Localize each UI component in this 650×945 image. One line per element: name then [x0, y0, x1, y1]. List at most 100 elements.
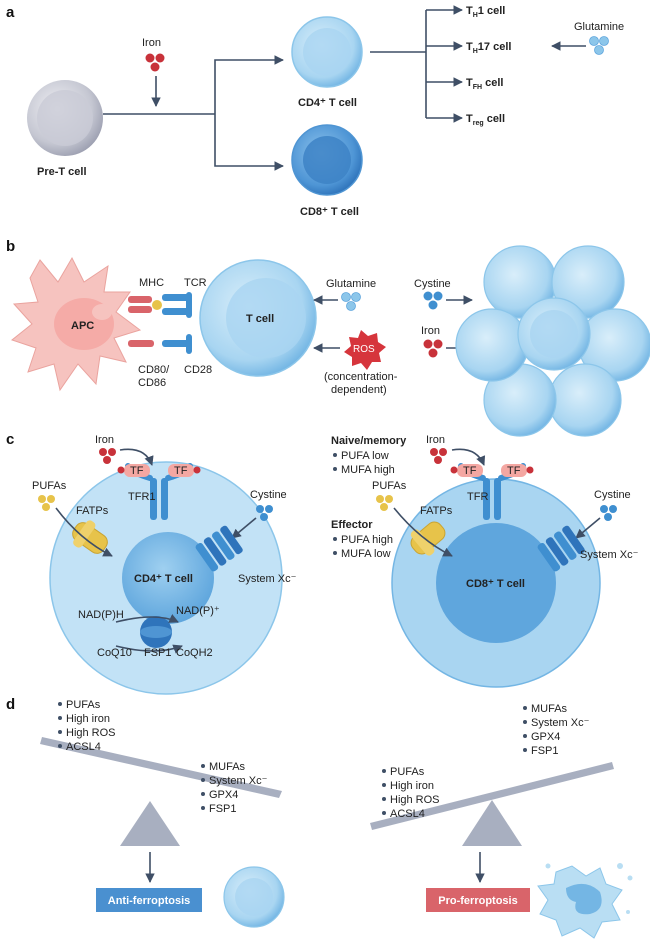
cd4-label-a: CD4⁺ T cell — [298, 97, 357, 109]
branch-cd8 — [214, 114, 284, 171]
pufa-cluster-c-left — [38, 495, 55, 511]
left-top-bullet-3 — [58, 744, 62, 748]
ros-note-line2: dependent) — [331, 384, 387, 396]
mhc-tcr-complex — [128, 292, 192, 354]
fatp-transporter-c-left — [72, 520, 108, 554]
left-top-bullet-1 — [58, 716, 62, 720]
left-right-item-1: System Xc⁻ — [209, 775, 268, 787]
pro-ferroptosis-label: Pro-ferroptosis — [438, 895, 517, 907]
naive-item-2: MUFA high — [341, 464, 395, 476]
left-top-bullet-2 — [58, 730, 62, 734]
tfr-label: TFR — [467, 491, 488, 503]
subset-label-0: TH1 cell — [466, 5, 505, 19]
cystine-arrow-c-right — [575, 517, 601, 539]
left-right-bullet-2 — [201, 792, 205, 796]
right-left-bullet-3 — [382, 811, 386, 815]
nadp-label: NAD(P)⁺ — [176, 605, 220, 617]
cystine-label-b: Cystine — [414, 278, 451, 290]
left-top-item-3: ACSL4 — [66, 741, 101, 753]
cd8-label-a: CD8⁺ T cell — [300, 206, 359, 218]
coq10-arrow — [115, 644, 183, 654]
tfr1-receptor — [117, 463, 201, 520]
fsp1-label: FSP1 — [144, 647, 172, 659]
t-cell-label-b: T cell — [246, 313, 274, 325]
left-top-item-1: High iron — [66, 713, 110, 725]
apc-cell — [10, 256, 142, 392]
iron-label-c-right: Iron — [426, 434, 445, 446]
right-left-item-2: High ROS — [390, 794, 440, 806]
cd28-label: CD28 — [184, 364, 212, 376]
iron-cluster-c-right — [430, 448, 447, 464]
iron-arrow-c-right — [451, 448, 486, 466]
cd8-label-c: CD8⁺ T cell — [466, 578, 525, 590]
coq10-label: CoQ10 — [97, 647, 132, 659]
right-top-item-0: MUFAs — [531, 703, 568, 715]
pufas-label-c-left: PUFAs — [32, 480, 67, 492]
iron-label-c-left: Iron — [95, 434, 114, 446]
anti-ferroptosis-label: Anti-ferroptosis — [108, 895, 191, 907]
right-top-item-2: GPX4 — [531, 731, 560, 743]
ros-badge — [344, 330, 386, 370]
glutamine-label-b: Glutamine — [326, 278, 376, 290]
left-right-bullet-0 — [201, 764, 205, 768]
system-xc-label-c-left: System Xc⁻ — [238, 573, 297, 585]
proliferating-cell-cluster — [455, 245, 650, 437]
iron-cluster-b — [423, 339, 443, 358]
tf-label-c-right-1: TF — [463, 465, 477, 477]
apc-label: APC — [71, 320, 94, 332]
tf-label-c-left-2: TF — [174, 465, 188, 477]
panel-label-b: b — [6, 238, 15, 255]
right-seesaw — [370, 762, 614, 846]
right-top-item-1: System Xc⁻ — [531, 717, 590, 729]
left-right-item-3: FSP1 — [209, 803, 237, 815]
left-top-bullet-0 — [58, 702, 62, 706]
effector-bullet-1 — [333, 537, 337, 541]
right-top-bullet-1 — [523, 720, 527, 724]
cd86-label: CD86 — [138, 377, 166, 389]
pro-ferroptosis-badge — [426, 888, 530, 912]
right-left-bullet-2 — [382, 797, 386, 801]
cd4-label-c: CD4⁺ T cell — [134, 573, 193, 585]
coqh2-label: CoQH2 — [176, 647, 213, 659]
cd4-cell-c — [49, 461, 283, 695]
pufas-label-c-right: PUFAs — [372, 480, 407, 492]
ferroptotic-cell-d — [537, 863, 633, 939]
fatps-label-c-left: FATPs — [76, 505, 109, 517]
naive-bullet-1 — [333, 453, 337, 457]
pufa-arrow-c-left — [55, 507, 113, 557]
right-left-item-1: High iron — [390, 780, 434, 792]
nadph-arrow — [115, 614, 179, 623]
left-right-bullet-3 — [201, 806, 205, 810]
tfr-receptor — [450, 463, 534, 520]
left-seesaw — [40, 737, 282, 846]
nadph-label: NAD(P)H — [78, 609, 124, 621]
right-left-item-3: ACSL4 — [390, 808, 425, 820]
naive-bullet-2 — [333, 467, 337, 471]
system-xc-c-right — [537, 525, 585, 572]
ros-note-line1: (concentration- — [324, 371, 398, 383]
glutamine-label-a: Glutamine — [574, 21, 624, 33]
cd8-cell-a — [291, 124, 363, 196]
effector-item-1: PUFA high — [341, 534, 393, 546]
subset-label-3: Treg cell — [466, 113, 505, 127]
subset-label-1: TH17 cell — [466, 41, 511, 55]
panel-label-d: d — [6, 696, 15, 713]
pufa-cluster-c-right — [376, 495, 393, 511]
panel-label-a: a — [6, 4, 15, 21]
cystine-label-c-left: Cystine — [250, 489, 287, 501]
subset-label-2: TFH cell — [466, 77, 503, 91]
left-top-item-2: High ROS — [66, 727, 116, 739]
tfr1-label: TFR1 — [128, 491, 156, 503]
pufa-arrow-c-right — [393, 507, 453, 557]
cystine-cluster-c-right — [600, 505, 617, 521]
iron-cluster-a — [145, 53, 165, 72]
effector-title: Effector — [331, 519, 373, 531]
cystine-label-c-right: Cystine — [594, 489, 631, 501]
naive-title: Naive/memory — [331, 435, 407, 447]
effector-item-2: MUFA low — [341, 548, 391, 560]
iron-label-a: Iron — [142, 37, 161, 49]
